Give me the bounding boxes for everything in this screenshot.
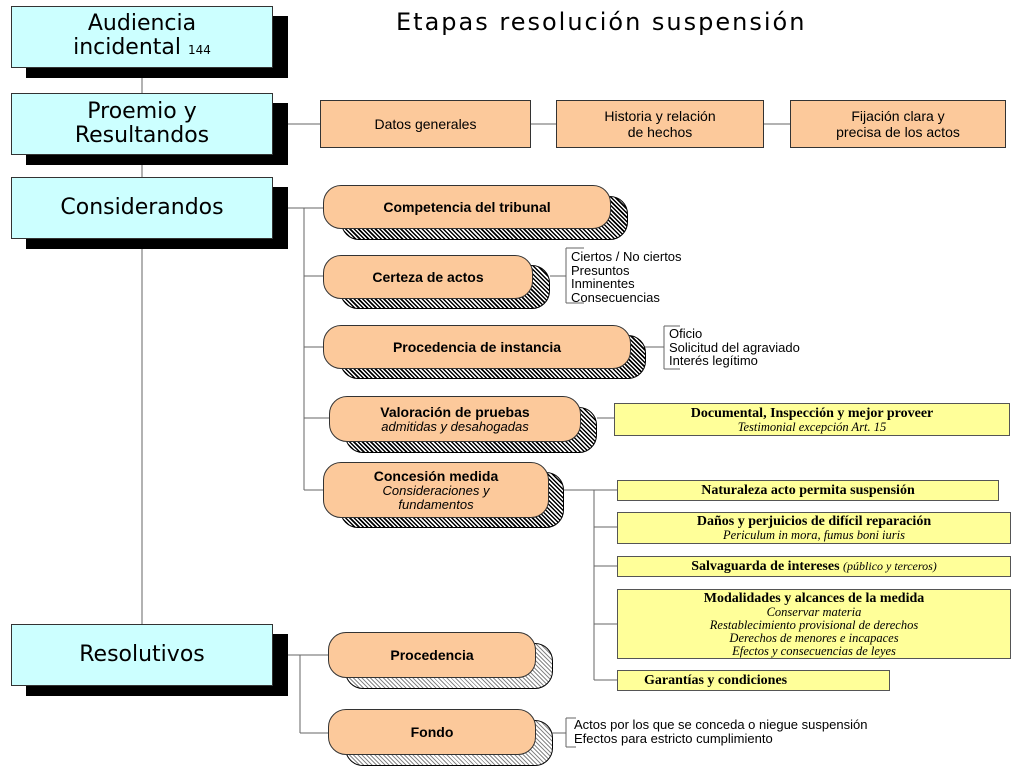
fondo-details: Actos por los que se conceda o niegue su… <box>574 718 867 745</box>
salvaguarda-title: Salvaguarda de intereses <box>691 559 840 574</box>
proemio-line2: Resultandos <box>74 123 210 148</box>
section-considerandos: Considerandos <box>11 177 273 239</box>
audiencia-number: 144 <box>188 43 211 57</box>
modalidades-item: Conservar materia <box>766 604 862 619</box>
procedencia-instancia-detail: Oficio <box>669 326 703 341</box>
valoracion-label: Valoración de pruebas <box>380 403 530 420</box>
pill-valoracion: Valoración de pruebas admitidas y desaho… <box>329 396 581 442</box>
danos-title: Daños y perjuicios de difícil reparación <box>696 514 932 529</box>
proemio-step-text: Datos generales <box>374 116 477 132</box>
competencia-label: Competencia del tribunal <box>383 198 551 215</box>
section-resolutivos: Resolutivos <box>11 624 273 686</box>
modalidades-item: Restablecimiento provisional de derechos <box>709 617 919 632</box>
procedencia-instancia-detail: Interés legítimo <box>669 353 758 368</box>
pill-concesion: Concesión medida Consideraciones y funda… <box>323 462 549 518</box>
box-valoracion-pruebas: Documental, Inspección y mejor proveer T… <box>614 403 1010 436</box>
box-naturaleza: Naturaleza acto permita suspensión <box>617 480 999 501</box>
certeza-detail: Consecuencias <box>571 289 660 305</box>
box-danos: Daños y perjuicios de difícil reparación… <box>617 512 1011 544</box>
proemio-step-text: de hechos <box>627 124 693 140</box>
proemio-step-text: Historia y relación <box>604 108 716 124</box>
pill-certeza: Certeza de actos <box>323 255 533 299</box>
box-modalidades: Modalidades y alcances de la medida Cons… <box>617 589 1011 659</box>
section-audiencia: Audiencia incidental 144 <box>11 6 273 68</box>
considerandos-label: Considerandos <box>60 195 224 220</box>
certeza-details: Ciertos / No ciertos Presuntos Inminente… <box>571 250 682 304</box>
proemio-line1: Proemio y <box>87 99 197 124</box>
audiencia-line1: Audiencia <box>87 11 197 36</box>
pill-fondo: Fondo <box>328 709 536 755</box>
pill-competencia: Competencia del tribunal <box>323 185 611 229</box>
fondo-label: Fondo <box>410 723 454 740</box>
certeza-detail: Ciertos / No ciertos <box>571 249 682 264</box>
box-garantias: Garantías y condiciones <box>617 670 890 691</box>
concesion-sub2: fundamentos <box>398 496 474 512</box>
procedencia-instancia-label: Procedencia de instancia <box>392 338 562 355</box>
procedencia-label: Procedencia <box>390 646 474 663</box>
danos-sub: Periculum in mora, fumus boni iuris <box>723 528 905 542</box>
proemio-step-text: Fijación clara y <box>851 108 945 124</box>
modalidades-title: Modalidades y alcances de la medida <box>703 590 925 606</box>
pill-procedencia: Procedencia <box>328 632 536 678</box>
proemio-step-datos: Datos generales <box>320 100 531 148</box>
pill-procedencia-instancia: Procedencia de instancia <box>323 325 631 369</box>
section-proemio: Proemio y Resultandos <box>11 93 273 155</box>
valoracion-box-sub: Testimonial excepción Art. 15 <box>737 419 887 434</box>
valoracion-box-title: Documental, Inspección y mejor proveer <box>690 405 934 421</box>
salvaguarda-paren: (público y terceros) <box>843 559 937 573</box>
fondo-detail: Efectos para estricto cumplimiento <box>574 730 773 746</box>
concesion-sub1: Consideraciones y <box>382 482 490 498</box>
proemio-step-fijacion: Fijación clara y precisa de los actos <box>790 100 1006 148</box>
box-salvaguarda: Salvaguarda de intereses (público y terc… <box>617 556 1011 577</box>
proemio-step-historia: Historia y relación de hechos <box>556 100 764 148</box>
valoracion-sub: admitidas y desahogadas <box>381 418 529 434</box>
certeza-detail: Presuntos <box>571 262 630 278</box>
naturaleza-title: Naturaleza acto permita suspensión <box>701 483 915 498</box>
garantias-title: Garantías y condiciones <box>644 673 788 688</box>
diagram-title: Etapas resolución suspensión <box>396 8 807 36</box>
procedencia-instancia-details: Oficio Solicitud del agraviado Interés l… <box>669 327 800 368</box>
resolutivos-label: Resolutivos <box>79 642 205 667</box>
audiencia-line2: incidental 144 <box>73 35 211 60</box>
fondo-detail: Actos por los que se conceda o niegue su… <box>574 717 868 732</box>
concesion-label: Concesión medida <box>373 467 499 484</box>
modalidades-item: Derechos de menores e incapaces <box>729 630 899 645</box>
salvaguarda-title-row: Salvaguarda de intereses (público y terc… <box>691 559 937 574</box>
certeza-detail: Inminentes <box>571 276 635 291</box>
proemio-step-text: precisa de los actos <box>836 124 960 140</box>
procedencia-instancia-detail: Solicitud del agraviado <box>669 339 800 355</box>
modalidades-item: Efectos y consecuencias de leyes <box>732 643 896 658</box>
certeza-label: Certeza de actos <box>372 268 484 285</box>
